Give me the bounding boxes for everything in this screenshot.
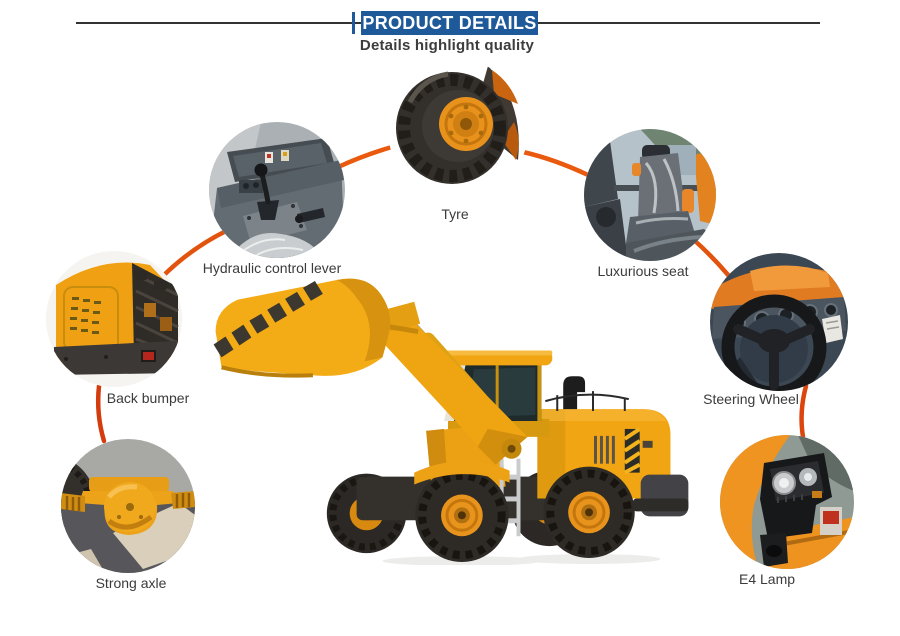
hazard-stripe xyxy=(623,427,641,475)
wheel-loader-drawing xyxy=(213,278,689,566)
feature-label-tyre: Tyre xyxy=(441,206,469,222)
wheel-loader-photo xyxy=(198,272,698,566)
connector-bumper-axle xyxy=(95,383,107,444)
feature-label-steering-wheel: Steering Wheel xyxy=(703,391,799,407)
connector-tyre-seat xyxy=(520,149,591,178)
section-title-text: PRODUCT DETAILS xyxy=(362,12,537,33)
rear-wheel xyxy=(543,466,635,559)
handrail xyxy=(545,391,629,412)
feature-photo-tyre xyxy=(388,60,528,200)
exhaust-pipe xyxy=(563,376,586,410)
feature-photo-e4-lamp xyxy=(720,435,854,569)
front-wheel xyxy=(415,468,509,563)
feature-label-luxurious-seat: Luxurious seat xyxy=(597,263,689,279)
feature-label-hydraulic-control-lever: Hydraulic control lever xyxy=(202,260,342,276)
header-accent-tick xyxy=(352,12,355,34)
boom-arm xyxy=(374,301,528,465)
feature-photo-strong-axle xyxy=(61,439,195,573)
feature-label-back-bumper: Back bumper xyxy=(106,390,190,406)
connector-lever-tyre xyxy=(333,144,395,171)
feature-photo-back-bumper xyxy=(46,251,182,387)
section-title: PRODUCT DETAILS xyxy=(361,11,538,35)
feature-label-strong-axle: Strong axle xyxy=(95,575,167,591)
section-subtitle: Details highlight quality xyxy=(359,37,535,54)
connector-bumper-lever xyxy=(159,228,229,280)
feature-photo-steering-wheel xyxy=(710,253,848,391)
feature-photo-luxurious-seat xyxy=(584,129,716,261)
connector-steering-lamp xyxy=(799,383,809,440)
connector-seat-steering xyxy=(691,237,732,279)
bucket xyxy=(213,278,391,378)
feature-label-e4-lamp: E4 Lamp xyxy=(738,571,796,587)
feature-photo-hydraulic-control-lever xyxy=(209,122,345,258)
